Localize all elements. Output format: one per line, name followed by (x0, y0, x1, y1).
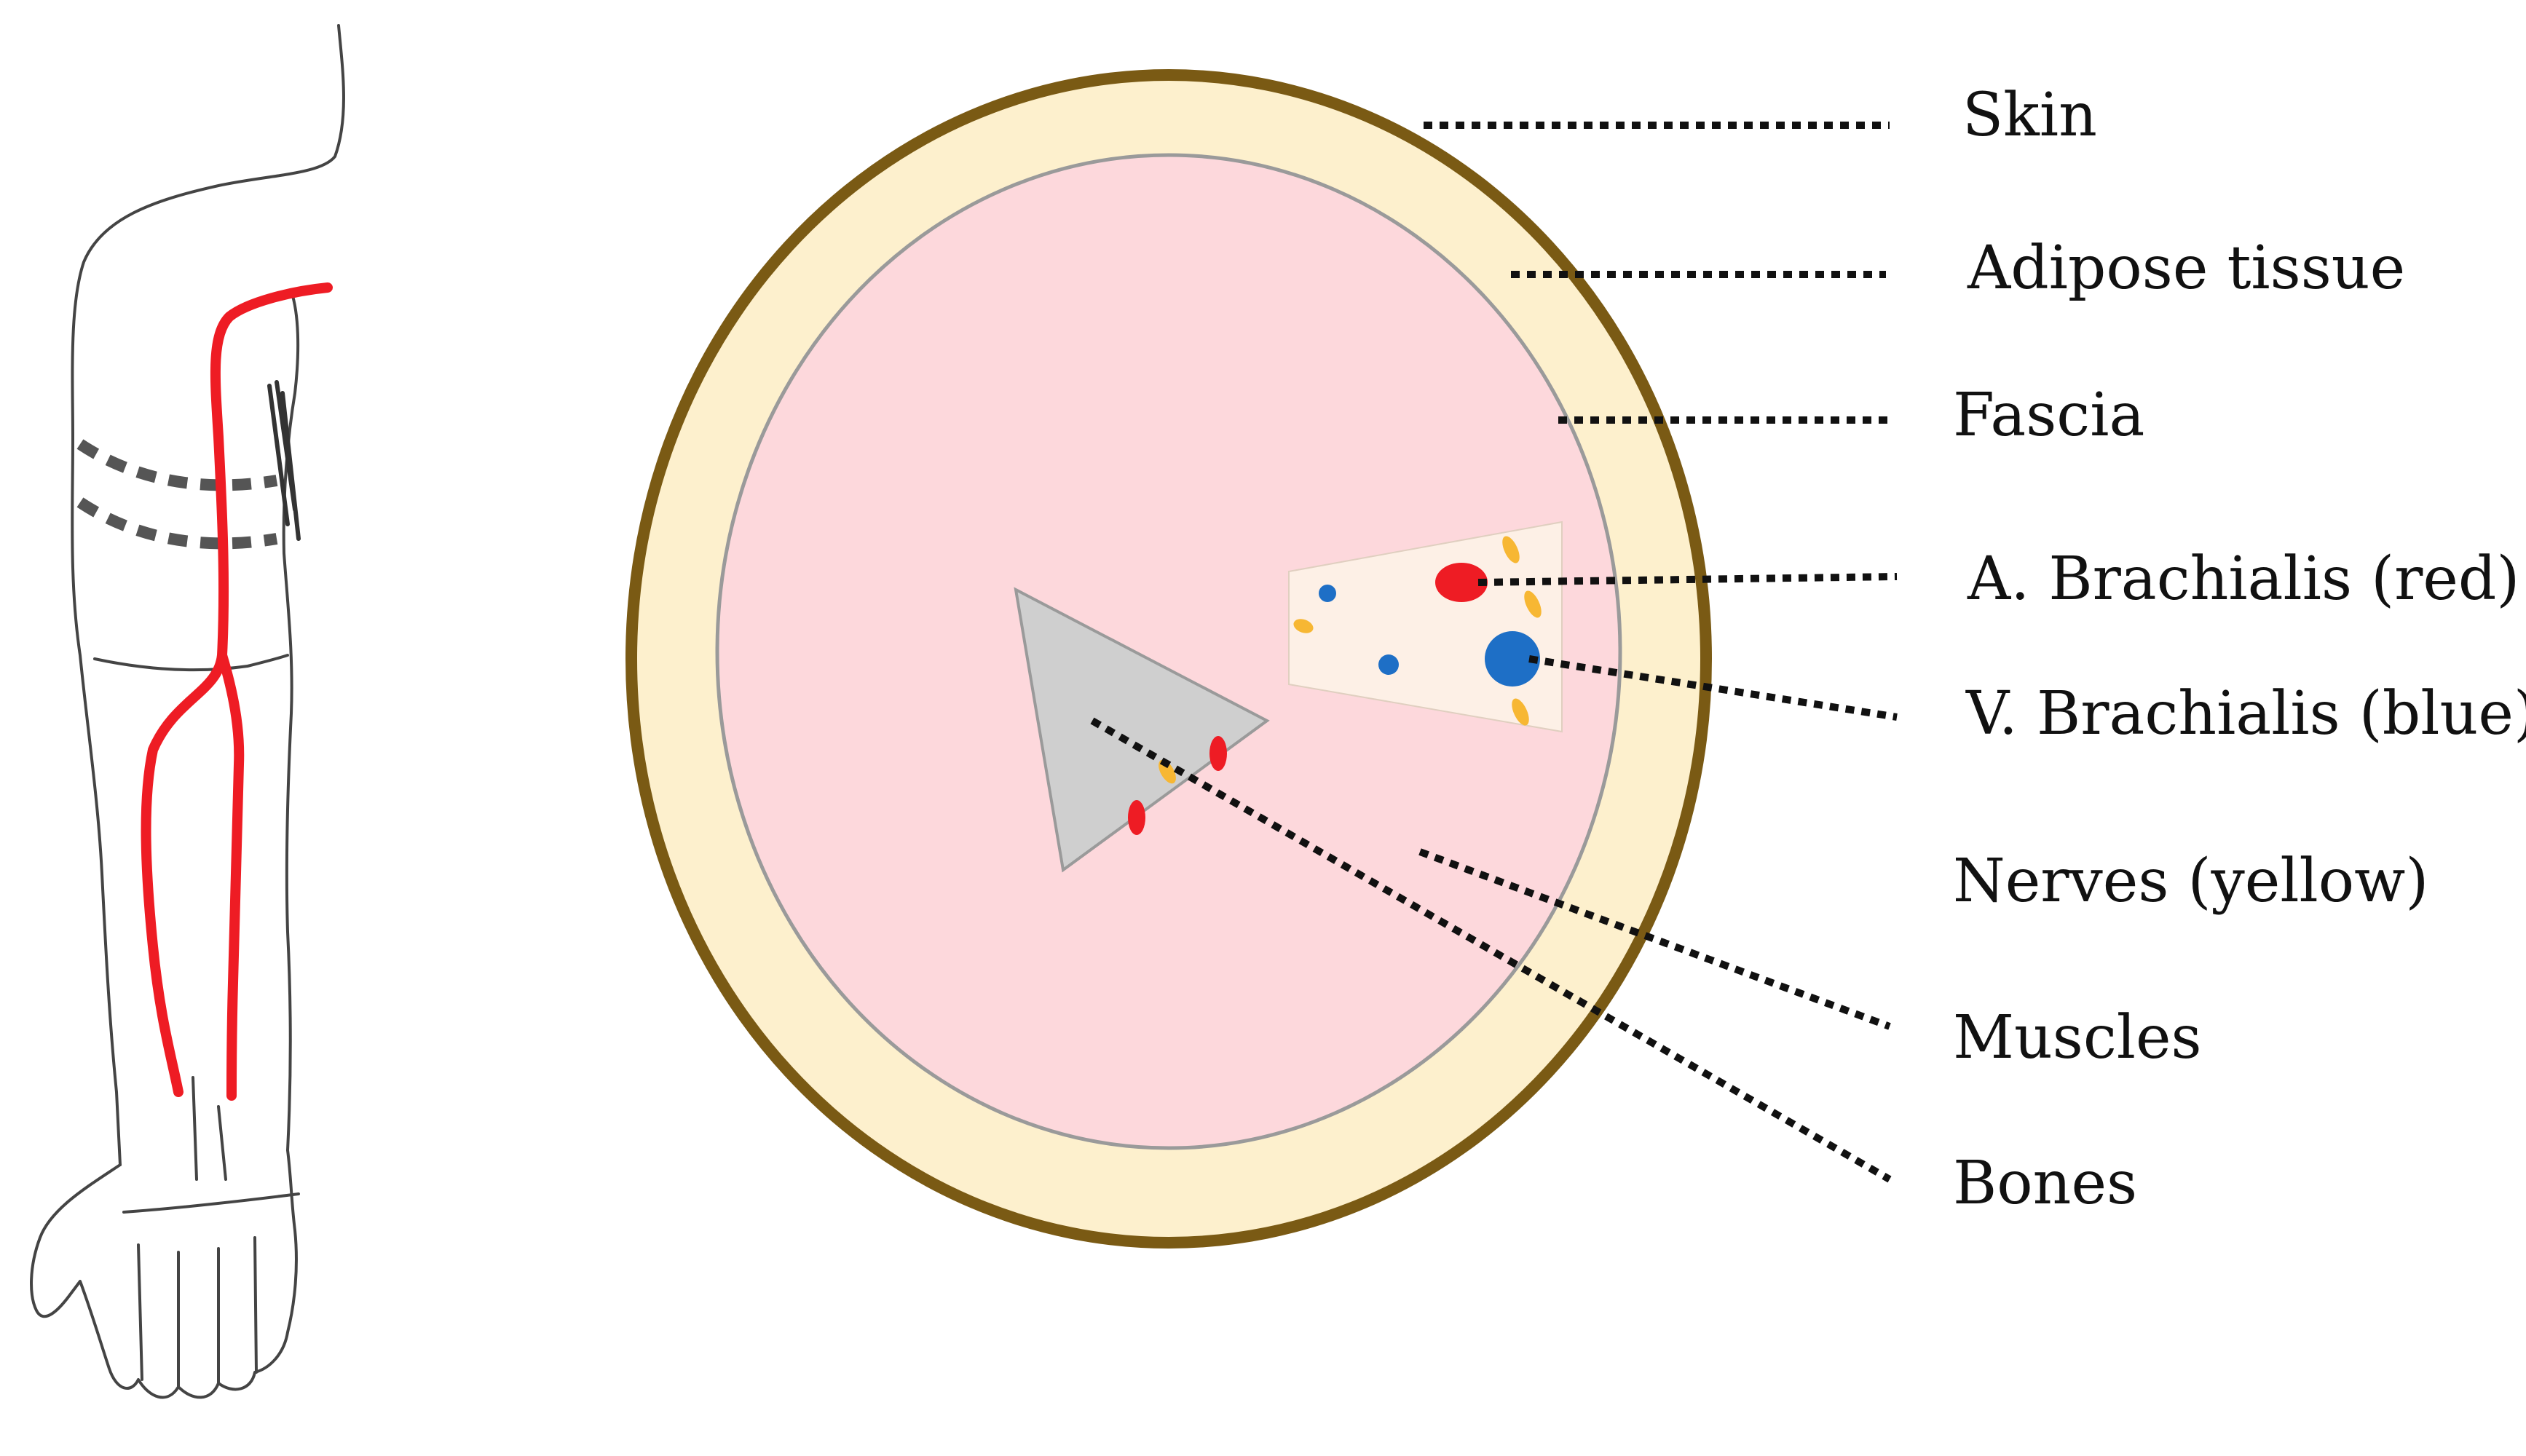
label-muscles: Muscles (1953, 1003, 2202, 1072)
label-brachial-vein: V. Brachialis (blue) (1966, 679, 2526, 748)
nerve-3 (1293, 619, 1314, 633)
nerve-4 (1512, 698, 1529, 726)
leader-vein (1528, 655, 1898, 721)
small-vein-1 (1319, 585, 1336, 602)
label-nerves: Nerves (yellow) (1953, 847, 2429, 916)
bone-artery-small-1 (1209, 736, 1227, 771)
label-bones: Bones (1953, 1149, 2138, 1218)
nerve-1 (1502, 536, 1520, 563)
bone-artery-small-2 (1128, 800, 1145, 835)
forearm-tendons (192, 1076, 227, 1181)
arm-outline-inner (282, 290, 300, 1152)
leader-artery (1477, 573, 1898, 586)
label-skin: Skin (1962, 81, 2097, 150)
cuff-line-upper (76, 439, 278, 491)
label-fascia: Fascia (1953, 381, 2145, 450)
brachial-artery-path (141, 282, 333, 1101)
small-vein-2 (1378, 654, 1399, 675)
label-adipose-tissue: Adipose tissue (1967, 234, 2406, 303)
leader-muscles (1418, 848, 1891, 1030)
bone-nerve-small (1159, 759, 1176, 784)
brachial-vein (1485, 631, 1540, 687)
leader-lines (1090, 122, 1898, 1183)
muscle-area (715, 153, 1622, 1150)
cuff-line-lower (76, 497, 278, 550)
finger-lines (137, 1236, 258, 1388)
label-brachial-artery: A. Brachialis (red) (1967, 545, 2520, 614)
brachial-artery (1435, 563, 1488, 602)
nerve-2 (1524, 590, 1542, 618)
wrist-crease (122, 1192, 300, 1214)
elbow-crease (93, 654, 289, 672)
hand-outline (30, 1149, 298, 1399)
arm-outline-outer (71, 24, 345, 1166)
cuff-lines (76, 439, 278, 550)
axilla-hatching (267, 380, 301, 541)
neurovascular-bundle (1288, 521, 1563, 733)
arm-sketch (30, 24, 345, 1399)
humerus-bone (1014, 587, 1270, 873)
cross-section (625, 69, 1712, 1249)
